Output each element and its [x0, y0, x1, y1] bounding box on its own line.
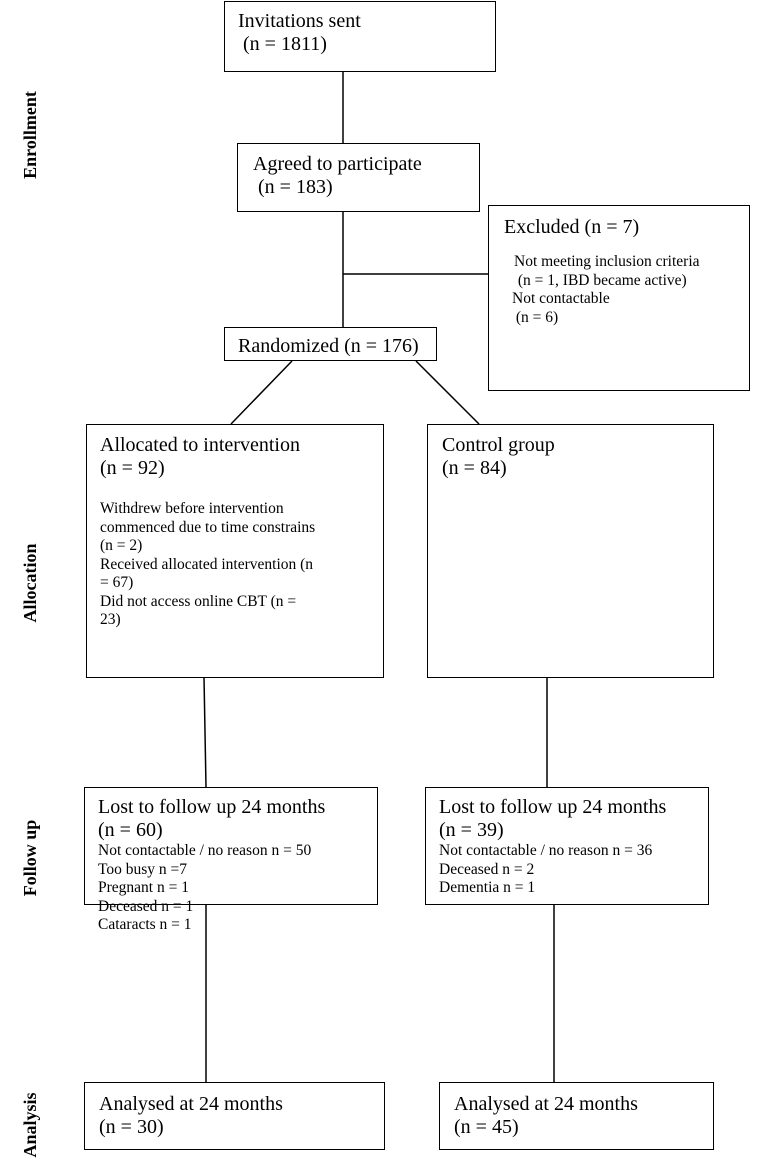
intervention-detail-line: Did not access online CBT (n = [100, 592, 297, 610]
intervention-count: (n = 92) [100, 457, 165, 479]
followup-intervention-detail-line: Deceased n = 1 [98, 897, 194, 915]
analysis-control-title: Analysed at 24 months [454, 1093, 638, 1115]
analysis-intervention-count: (n = 30) [99, 1116, 164, 1138]
excluded-title: Excluded (n = 7) [504, 216, 640, 238]
intervention-detail-line: Received allocated intervention (n [100, 555, 314, 573]
control-title: Control group [442, 434, 555, 456]
excluded-reason-contactable: Not contactable [512, 290, 610, 307]
analysis-intervention-box: Analysed at 24 months (n = 30) [84, 1082, 385, 1150]
followup-control-detail-line: Dementia n = 1 [439, 879, 536, 896]
followup-intervention-title: Lost to follow up 24 months [98, 796, 326, 818]
followup-intervention-box: Lost to follow up 24 months (n = 60) Not… [84, 787, 378, 933]
connector-randomized-intervention [230, 360, 293, 425]
control-box: Control group (n = 84) [427, 424, 714, 678]
stage-label-enrollment: Enrollment [20, 91, 40, 179]
analysis-control-count: (n = 45) [454, 1116, 519, 1138]
followup-intervention-detail-line: Cataracts n = 1 [98, 916, 192, 933]
intervention-detail-line: Withdrew before intervention [100, 500, 284, 517]
agreed-box: Agreed to participate (n = 183) [237, 143, 480, 212]
excluded-box: Excluded (n = 7) Not meeting inclusion c… [488, 205, 750, 391]
followup-control-count: (n = 39) [439, 819, 504, 841]
stage-label-allocation: Allocation [20, 543, 40, 623]
intervention-detail-line: (n = 2) [100, 537, 143, 554]
randomized-box: Randomized (n = 176) [224, 327, 437, 361]
followup-intervention-count: (n = 60) [98, 819, 163, 841]
intervention-detail-line: = 67) [100, 574, 134, 591]
excluded-reason-inclusion: Not meeting inclusion criteria [514, 253, 700, 270]
followup-intervention-detail-line: Not contactable / no reason n = 50 [98, 842, 312, 859]
analysis-intervention-title: Analysed at 24 months [99, 1093, 283, 1115]
randomized-title: Randomized (n = 176) [238, 335, 419, 357]
stage-label-analysis: Analysis [20, 1092, 40, 1158]
control-count: (n = 84) [442, 457, 507, 479]
excluded-reason-inclusion-detail: (n = 1, IBD became active) [514, 271, 687, 289]
intervention-box: Allocated to intervention (n = 92) Withd… [86, 424, 384, 678]
invitations-title: Invitations sent [238, 10, 361, 32]
followup-control-detail-line: Not contactable / no reason n = 36 [439, 842, 653, 859]
followup-control-box: Lost to follow up 24 months (n = 39) Not… [425, 787, 709, 905]
connector-randomized-control [415, 360, 480, 425]
agreed-title: Agreed to participate [253, 153, 422, 175]
followup-intervention-detail-line: Too busy n =7 [98, 860, 188, 878]
followup-intervention-detail-line: Pregnant n = 1 [98, 879, 189, 896]
invitations-box: Invitations sent (n = 1811) [224, 1, 496, 72]
followup-control-title: Lost to follow up 24 months [439, 796, 667, 818]
analysis-control-box: Analysed at 24 months (n = 45) [439, 1082, 714, 1150]
invitations-count: (n = 1811) [238, 33, 327, 55]
excluded-reason-contactable-detail: (n = 6) [512, 308, 559, 326]
agreed-count: (n = 183) [253, 176, 333, 198]
intervention-detail-line: commenced due to time constrains [100, 518, 316, 536]
intervention-detail-line: 23) [100, 611, 121, 628]
intervention-title: Allocated to intervention [100, 434, 300, 456]
stage-label-follow-up: Follow up [20, 819, 40, 897]
connector-intervention-followup [203, 676, 207, 788]
followup-control-detail-line: Deceased n = 2 [439, 860, 535, 878]
